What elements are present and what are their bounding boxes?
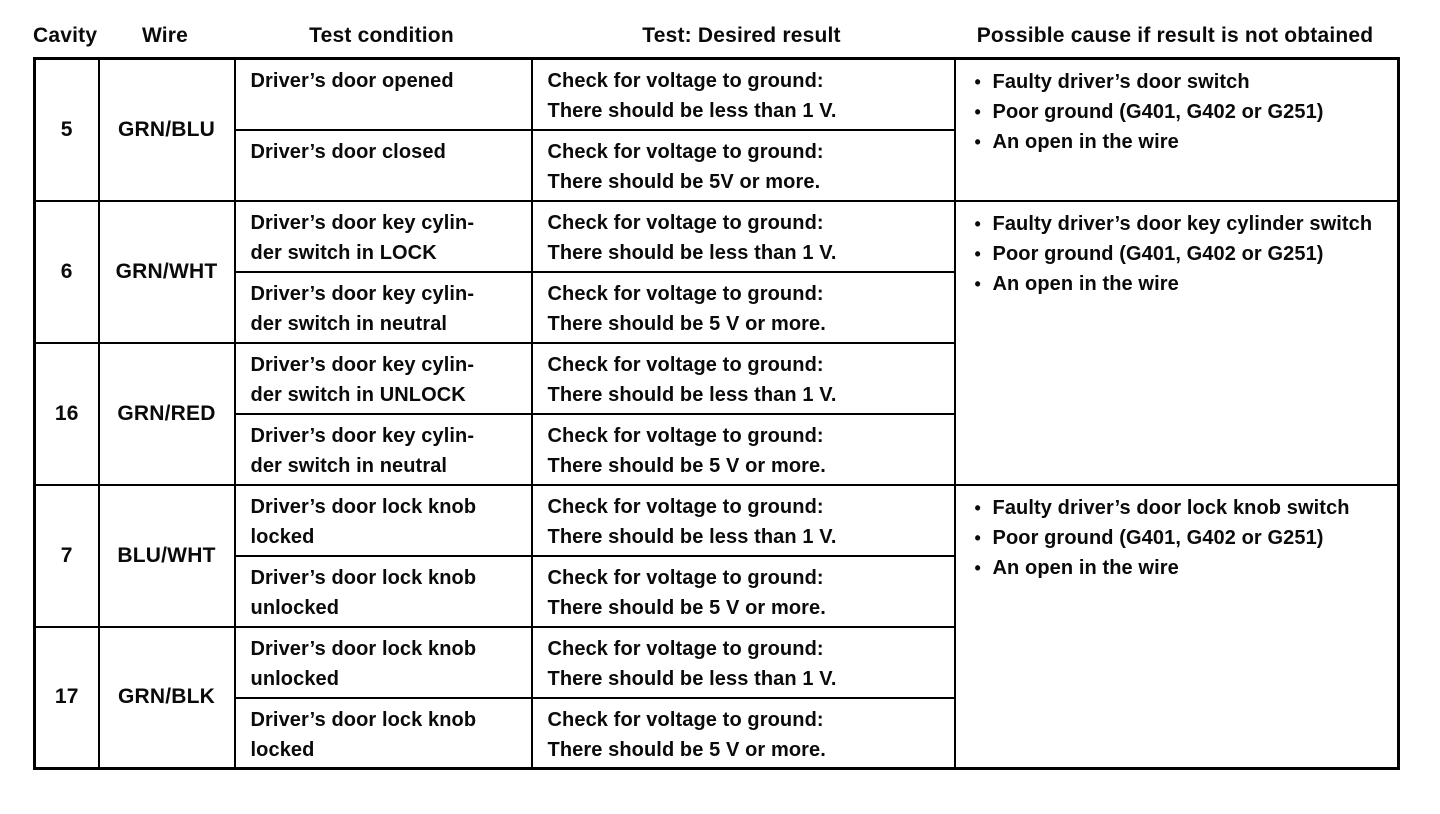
cause-item: An open in the wire [972, 269, 1392, 299]
condition-cell: Driver’s door lock knob unlocked [233, 625, 533, 699]
header-test-condition: Test condition [309, 24, 454, 47]
condition-cell: Driver’s door lock knob locked [233, 483, 533, 557]
result-cell: Check for voltage to ground: There shoul… [530, 199, 956, 273]
cavity-cell: 16 [33, 341, 100, 486]
result-cell: Check for voltage to ground: There shoul… [530, 554, 956, 628]
condition-cell: Driver’s door key cylin- der switch in n… [233, 412, 533, 486]
table-row: 7 BLU/WHT Driver’s door lock knob locked… [33, 483, 1400, 770]
causes-cell: Faulty driver’s door key cylinder switch… [953, 199, 1400, 486]
wire-cell: GRN/RED [97, 341, 236, 486]
condition-cell: Driver’s door opened [233, 57, 533, 131]
table-row: Driver’s door key cylin- der switch in n… [35, 270, 1399, 344]
header-cavity: Cavity [33, 24, 98, 47]
header-possible-cause: Possible cause if result is not obtained [976, 24, 1374, 47]
result-cell: Check for voltage to ground: There shoul… [530, 625, 956, 699]
result-cell: Check for voltage to ground: There shoul… [530, 412, 956, 486]
causes-cell: Faulty driver’s door switch Poor ground … [953, 57, 1400, 202]
cause-item: Faulty driver’s door key cylinder switch [972, 209, 1392, 239]
condition-cell: Driver’s door closed [233, 128, 533, 202]
table-row: 16 GRN/RED Driver’s door key cylin- der … [33, 341, 1399, 486]
condition-cell: Driver’s door key cylin- der switch in U… [233, 341, 533, 415]
condition-cell: Driver’s door lock knob unlocked [233, 554, 533, 628]
cause-item: Poor ground (G401, G402 or G251) [972, 239, 1392, 269]
causes-cell: Faulty driver’s door lock knob switch Po… [953, 483, 1400, 770]
table-row: 5 GRN/BLU Driver’s door opened Check for… [33, 57, 1400, 202]
table-row: Driver’s door closed Check for voltage t… [35, 128, 1399, 202]
result-cell: Check for voltage to ground: There shoul… [530, 696, 956, 770]
cavity-cell: 7 [33, 483, 100, 628]
header-desired-result: Test: Desired result [642, 24, 841, 47]
cause-item: An open in the wire [972, 553, 1392, 583]
result-cell: Check for voltage to ground: There shoul… [530, 341, 956, 415]
cavity-cell: 6 [33, 199, 100, 344]
table-row: Driver’s door lock knob locked Check for… [35, 696, 1399, 770]
wire-cell: GRN/WHT [97, 199, 236, 344]
table-row: 17 GRN/BLK Driver’s door lock knob unloc… [33, 625, 1399, 770]
cause-item: Faulty driver’s door lock knob switch [972, 493, 1392, 523]
cause-item: Faulty driver’s door switch [972, 67, 1392, 97]
wire-cell: GRN/BLU [97, 57, 236, 202]
manual-page: Cavity Wire Test condition Test: Desired… [0, 0, 1440, 770]
cause-item: Poor ground (G401, G402 or G251) [972, 97, 1392, 127]
result-cell: Check for voltage to ground: There shoul… [530, 270, 956, 344]
condition-cell: Driver’s door lock knob locked [233, 696, 533, 770]
cavity-cell: 17 [33, 625, 100, 770]
table-row: 6 GRN/WHT Driver’s door key cylin- der s… [33, 199, 1400, 486]
table-row: Driver’s door key cylin- der switch in n… [35, 412, 1399, 486]
cause-item: Poor ground (G401, G402 or G251) [972, 523, 1392, 553]
table-header-row: Cavity Wire Test condition Test: Desired… [33, 24, 1397, 48]
table-row: Driver’s door lock knob unlocked Check f… [35, 554, 1399, 628]
cavity-cell: 5 [33, 57, 100, 202]
cause-item: An open in the wire [972, 127, 1392, 157]
wire-cell: GRN/BLK [97, 625, 236, 770]
condition-cell: Driver’s door key cylin- der switch in n… [233, 270, 533, 344]
result-cell: Check for voltage to ground: There shoul… [530, 128, 956, 202]
header-wire: Wire [141, 24, 189, 47]
result-cell: Check for voltage to ground: There shoul… [530, 57, 956, 131]
wire-cell: BLU/WHT [97, 483, 236, 628]
troubleshooting-table: 5 GRN/BLU Driver’s door opened Check for… [33, 57, 1400, 770]
result-cell: Check for voltage to ground: There shoul… [530, 483, 956, 557]
condition-cell: Driver’s door key cylin- der switch in L… [233, 199, 533, 273]
